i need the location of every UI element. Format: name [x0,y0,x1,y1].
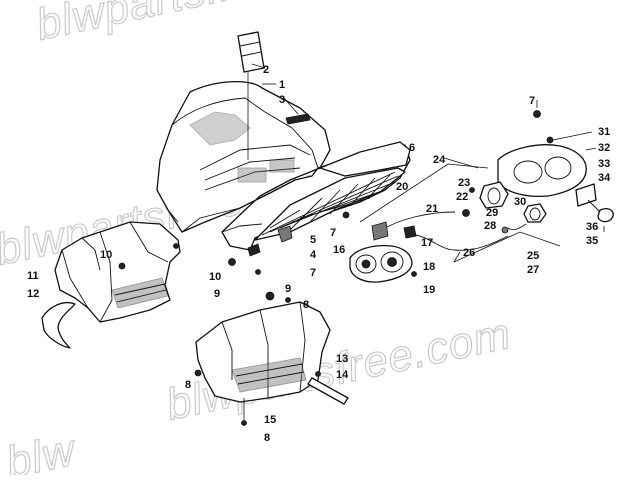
wiring-harness [371,211,509,251]
callout-33: 33 [598,158,610,170]
center-footwell [194,291,331,426]
callout-25: 25 [527,250,539,262]
callout-10-center: 10 [209,271,221,283]
callout-labels: 2 1 3 6 24 23 22 20 21 29 28 30 7 31 32 … [27,64,611,444]
callout-16: 16 [333,244,345,256]
callout-3: 3 [279,94,285,106]
decal-2 [237,31,265,73]
callout-9-left: 9 [214,288,220,300]
callout-4: 4 [310,249,317,261]
headlight-pod [497,110,587,198]
side-panel-6 [319,141,411,177]
callout-30: 30 [514,196,526,208]
trim-piece-12 [41,302,76,349]
callout-11: 11 [27,270,39,282]
callout-31: 31 [598,126,610,138]
bracket-and-knob [575,183,614,223]
callout-17: 17 [421,237,433,249]
callout-21: 21 [426,203,438,215]
callout-34: 34 [598,172,611,184]
left-footwell [54,221,181,323]
callout-7-lower: 7 [310,267,316,279]
callout-32: 32 [598,142,610,154]
callout-8-right: 8 [303,299,309,311]
callout-6: 6 [409,142,415,154]
callout-19: 19 [423,284,435,296]
fender-decal-grid [254,167,406,241]
front-fender [156,80,411,251]
callout-8-bottom: 8 [264,432,270,444]
callout-26: 26 [463,247,475,259]
callout-35: 35 [586,235,598,247]
callout-7-top: 7 [529,95,535,107]
callout-2: 2 [263,64,269,76]
watermark-text-4: blw [2,425,82,475]
callout-24: 24 [433,154,446,166]
leader-24-bracket [443,157,479,169]
callout-23: 23 [458,177,470,189]
callout-9-right: 9 [285,283,291,295]
callout-15: 15 [264,414,276,426]
brace-14 [307,377,349,405]
hardware-4-5 [228,211,350,275]
bulb-sockets [462,181,547,234]
watermark-text-1: blwpartsfree.com [32,0,386,50]
callout-36: 36 [586,221,598,233]
callout-14: 14 [336,369,349,381]
callout-18: 18 [423,261,435,273]
decal-3 [285,113,311,125]
callout-29: 29 [486,207,498,219]
callout-7-mid: 7 [330,227,336,239]
callout-22: 22 [456,191,468,203]
callout-12: 12 [27,288,39,300]
callout-10-left: 10 [100,249,112,261]
leader-32 [585,147,597,151]
callout-5: 5 [310,234,316,246]
callout-20: 20 [396,181,408,193]
callout-1: 1 [279,79,285,91]
headlight-assembly [349,244,417,283]
leader-3 [283,97,299,115]
leader-26 [453,251,461,263]
callout-27: 27 [527,264,539,276]
leader-2 [251,63,266,69]
leader-31 [552,131,593,141]
callout-8-left: 8 [185,379,191,391]
callout-28: 28 [484,220,496,232]
leader-25-bracket [453,231,561,263]
callout-13: 13 [336,353,348,365]
